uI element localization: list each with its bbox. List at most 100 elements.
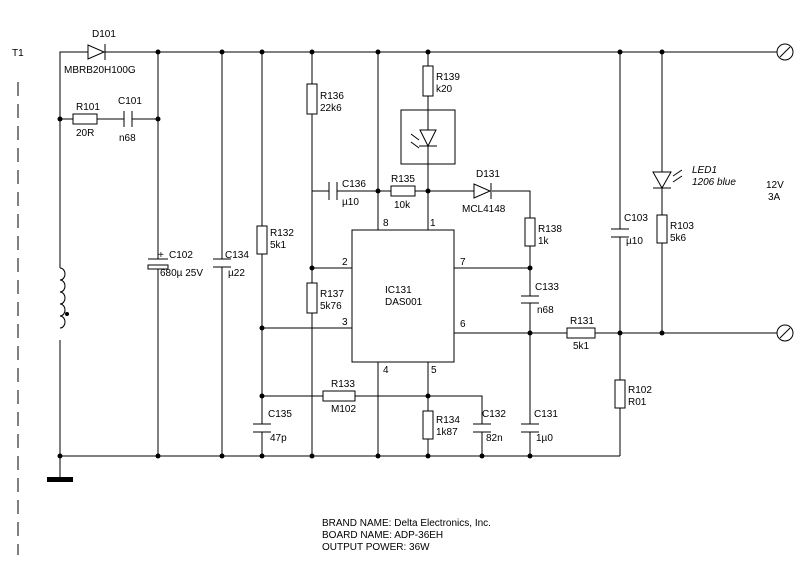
ic-pin-2: 2 [342,257,348,268]
ic-pin-5: 5 [431,365,437,376]
ic131: IC131 DAS001 8 1 2 3 7 6 4 5 [342,218,466,376]
wiring [59,51,780,478]
c134-ref: C134 [225,250,249,261]
c134-value: µ22 [228,268,245,279]
resistor-r137: R137 5k76 [306,282,344,314]
c101-ref: C101 [118,96,142,107]
r135-value: 10k [394,200,411,211]
output-terminals: 12V 3A [766,43,794,342]
ic-pin-7: 7 [460,257,466,268]
board-info: BRAND NAME: Delta Electronics, Inc. BOAR… [322,518,491,554]
capacitor-c134: C134 µ22 [213,250,249,279]
c132-value: 82n [486,433,503,444]
resistor-r131: R131 5k1 [566,316,596,352]
ic-pin-3: 3 [342,317,348,328]
capacitor-c102: + C102 680µ 25V [147,250,203,279]
r103-value: 5k6 [670,233,687,244]
c131-ref: C131 [534,409,558,420]
d131-ref: D131 [476,169,500,180]
resistor-r133: R133 M102 [322,379,356,415]
c133-value: n68 [537,305,554,316]
capacitor-c133: C133 n68 [521,282,559,316]
c136-ref: C136 [342,179,366,190]
c135-ref: C135 [268,409,292,420]
capacitor-c135: C135 47p [253,409,292,444]
r101-value: 20R [76,128,94,139]
r137-value: 5k76 [320,301,342,312]
r134-ref: R134 [436,415,460,426]
r135-ref: R135 [391,174,415,185]
capacitor-c131: C131 1µ0 [521,409,558,444]
board-name: BOARD NAME: ADP-36EH [322,530,444,541]
ic-pin-4: 4 [383,365,389,376]
transformer-t1: T1 [12,48,69,555]
capacitor-c103: C103 µ10 [611,213,648,247]
resistor-r101: R101 20R [72,102,100,139]
r101-ref: R101 [76,102,100,113]
d101-value: MBRB20H100G [64,65,136,76]
c131-value: 1µ0 [536,433,553,444]
c103-value: µ10 [626,236,643,247]
r139-value: k20 [436,84,453,95]
resistor-r103: R103 5k6 [656,214,694,244]
r102-ref: R102 [628,385,652,396]
junctions [57,49,665,459]
ground-symbol [47,477,73,482]
r131-ref: R131 [570,316,594,327]
c136-value: µ10 [342,197,359,208]
r138-ref: R138 [538,224,562,235]
r131-value: 5k1 [573,341,590,352]
output-power: OUTPUT POWER: 36W [322,542,430,553]
c101-value: n68 [119,133,136,144]
c135-value: 47p [270,433,287,444]
winding-dot [65,312,69,316]
r138-value: 1k [538,236,550,247]
ic-ref: IC131 [385,285,412,296]
ic-pin-1: 1 [430,218,436,229]
resistor-r102: R102 R01 [614,379,652,409]
r132-ref: R132 [270,228,294,239]
diode-d131: D131 MCL4148 [462,169,506,215]
resistor-r132: R132 5k1 [256,225,294,255]
resistor-r138: R138 1k [524,217,562,247]
resistor-r134: R134 1k87 [422,410,460,440]
d131-value: MCL4148 [462,204,506,215]
led1-value: 1206 blue [692,177,736,188]
capacitor-c132: C132 82n [473,409,506,444]
r102-value: R01 [628,397,647,408]
output-voltage: 12V [766,180,784,191]
r132-value: 5k1 [270,240,287,251]
r134-value: 1k87 [436,427,458,438]
c102-ref: C102 [169,250,193,261]
resistor-r136: R136 22k6 [306,83,344,115]
led-led1: LED1 1206 blue [652,165,736,190]
r136-ref: R136 [320,91,344,102]
resistor-r139: R139 k20 [422,65,460,97]
capacitor-c101: C101 n68 [118,96,142,144]
c103-ref: C103 [624,213,648,224]
ic-pin-8: 8 [383,218,389,229]
ic-part: DAS001 [385,297,423,308]
transformer-winding [59,267,66,329]
r133-value: M102 [331,404,356,415]
c132-ref: C132 [482,409,506,420]
r137-ref: R137 [320,289,344,300]
resistor-r135: R135 10k [390,174,416,211]
r103-ref: R103 [670,221,694,232]
brand-name: BRAND NAME: Delta Electronics, Inc. [322,518,491,529]
d101-ref: D101 [92,29,116,40]
c133-ref: C133 [535,282,559,293]
r139-ref: R139 [436,72,460,83]
r133-ref: R133 [331,379,355,390]
c102-polarity: + [158,250,164,261]
optocoupler-led [400,109,456,165]
transformer-label: T1 [12,48,24,59]
led1-ref: LED1 [692,165,717,176]
diode-d101: D101 MBRB20H100G [64,29,136,76]
r136-value: 22k6 [320,103,342,114]
output-current: 3A [768,192,781,203]
c102-value: 680µ 25V [160,268,203,279]
capacitor-c136: C136 µ10 [328,179,366,208]
ic-pin-6: 6 [460,319,466,330]
